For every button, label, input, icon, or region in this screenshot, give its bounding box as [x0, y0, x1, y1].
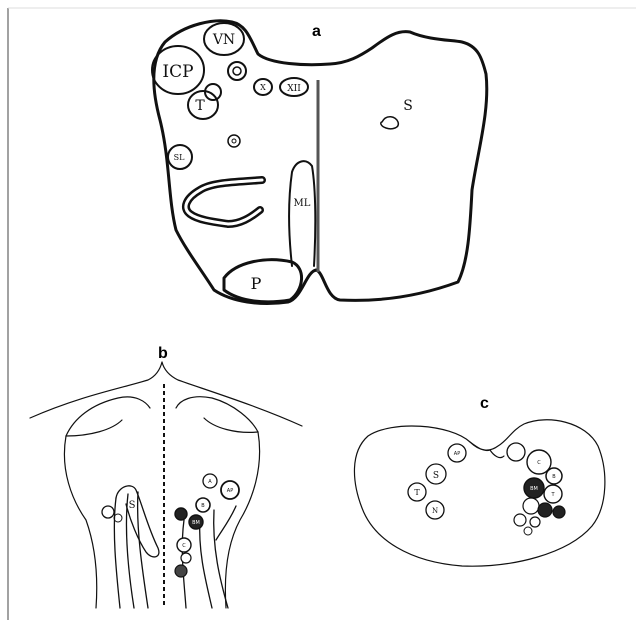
panel-c-outline [354, 420, 604, 566]
panel-b-right-wall [225, 432, 259, 608]
panel-a-letter: a [312, 23, 321, 40]
panel-c-c-label: C [537, 460, 541, 466]
panel-b-outer-contour [30, 362, 302, 426]
panel-a-small-nucleus-2 [228, 135, 240, 147]
panel-b: b S A AP B BM C [30, 345, 302, 608]
panel-a-small-nucleus-2-core [232, 139, 236, 143]
panel-a-sl-label: SL [174, 153, 185, 162]
panel-b-small-nucleus-4 [175, 565, 187, 577]
panel-a-small-nucleus-1 [228, 62, 246, 80]
panel-b-ap-label: AP [227, 488, 233, 494]
panel-b-dark-nucleus [175, 508, 187, 520]
panel-a-ml-tract [289, 161, 315, 266]
panel-c-s-label: S [433, 471, 439, 481]
panel-b-right-tract-1 [182, 520, 186, 608]
panel-a-small-nucleus-1-core [233, 67, 241, 75]
panel-a-icp-label: ICP [162, 62, 193, 82]
panel-b-a-label: A [208, 479, 212, 485]
panel-c-letter: c [480, 395, 489, 412]
panel-b-bm-label: BM [192, 520, 200, 526]
panel-a-xii-label: XII [287, 84, 301, 94]
panel-a-s-lesion [381, 117, 399, 129]
panel-b-left-wall [64, 436, 96, 608]
panel-c-bm-label: BM [530, 486, 538, 492]
panel-b-left-small-nucleus [102, 506, 114, 518]
panel-b-letter: b [158, 345, 168, 362]
panel-b-c-label: C [182, 543, 186, 549]
panel-a: a VN ICP T X XII SL [152, 21, 487, 304]
panel-c-t-label: T [414, 488, 420, 497]
panel-c-b-label: B [552, 474, 556, 480]
panel-c-n-label: N [432, 507, 438, 515]
panel-a-vn-label: VN [212, 32, 235, 48]
panel-c-small-nucleus-1 [523, 498, 539, 514]
panel-c-small-nucleus-3 [530, 517, 540, 527]
panel-c-ap-label: AP [454, 451, 460, 457]
panel-b-s-label: S [129, 500, 136, 511]
panel-a-pyramid [224, 260, 302, 302]
panel-a-p-label: P [251, 274, 262, 293]
panel-c-dark-nucleus-1 [538, 503, 552, 517]
panel-c: c AP S T N C B BM T [354, 395, 604, 566]
panel-c-dark-nucleus-2 [553, 506, 565, 518]
panel-a-s-label: S [403, 98, 413, 114]
panel-b-right-tract-2 [200, 520, 212, 608]
panel-b-left-small-nucleus-2 [114, 514, 122, 522]
panel-c-small-nucleus-2 [514, 514, 526, 526]
panel-a-x-label: X [260, 83, 266, 92]
panel-a-t-label: T [195, 98, 205, 114]
panel-a-ml-label: ML [294, 198, 311, 209]
panel-b-b-label: B [201, 503, 205, 509]
panel-c-small-nucleus-4 [524, 527, 532, 535]
panel-b-small-nucleus-3 [181, 553, 191, 563]
panel-c-right-top-circle [507, 443, 525, 461]
